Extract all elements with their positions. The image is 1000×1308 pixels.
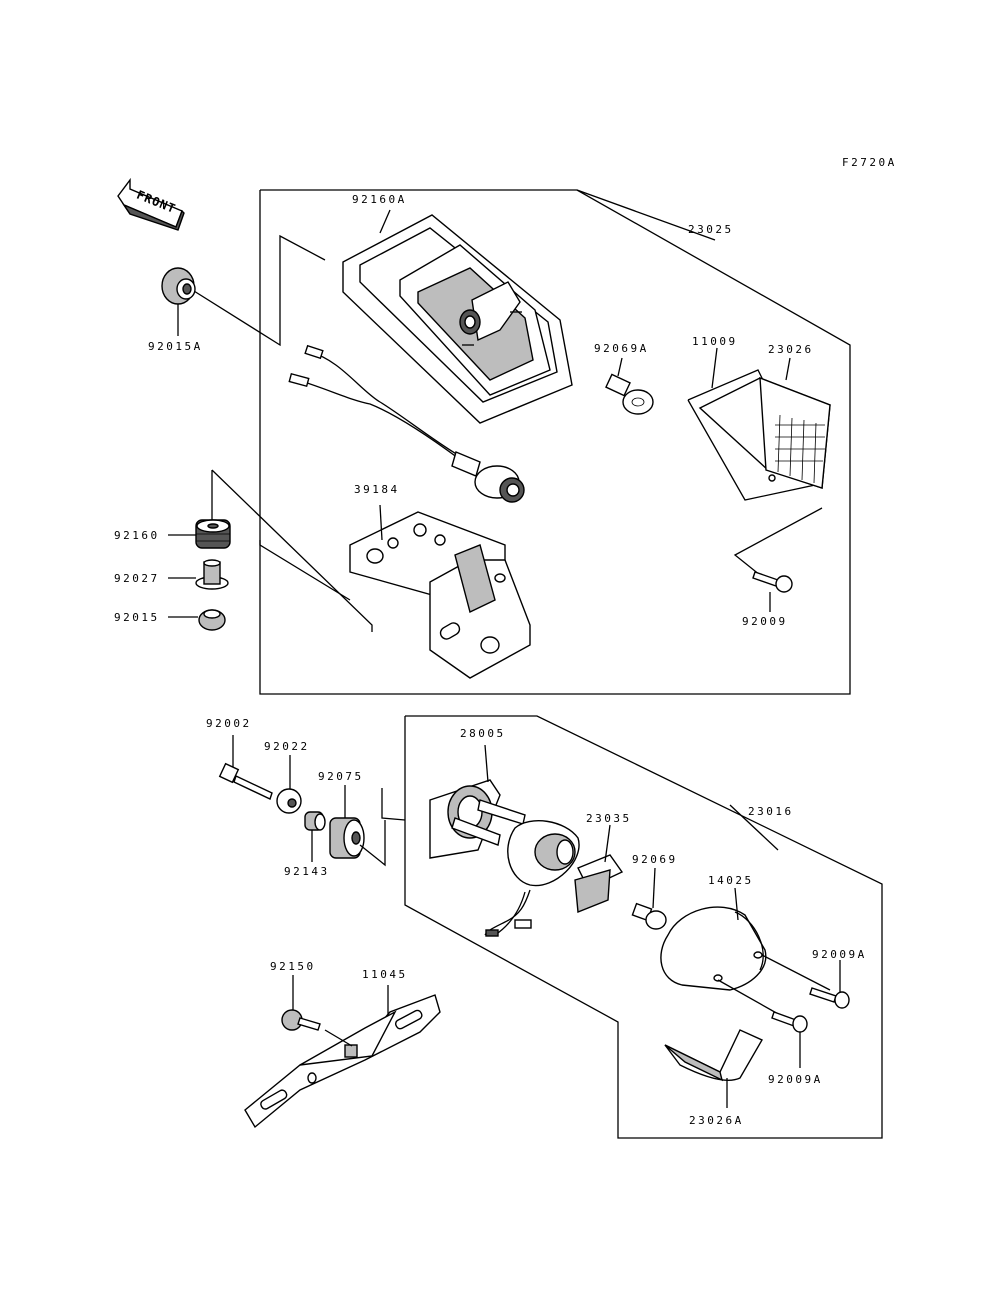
grommet-92160 [168,470,231,549]
label-14025: 14025 [708,874,754,887]
assembly-23016-outline [404,715,883,1139]
grommet-92015a [161,267,196,336]
figure-code: F2720A [842,156,897,169]
label-92009a-upper: 92009A [812,948,867,961]
front-arrow-icon: FRONT [117,177,185,231]
label-11009: 11009 [692,335,738,348]
screw-92009a-upper [809,960,850,1009]
label-92002: 92002 [206,717,252,730]
plate-bracket-11045 [244,985,441,1129]
label-92160a: 92160A [352,193,407,206]
label-23025: 23025 [688,223,734,236]
label-23026: 23026 [768,343,814,356]
label-92015a: 92015A [148,340,203,353]
wiring-harness [288,344,525,503]
screw-92009a-lower [771,1011,808,1068]
label-92160: 92160 [114,529,160,542]
washer-92022 [276,755,302,814]
collar-92143 [304,811,326,862]
collar-92027 [168,559,229,590]
label-92069a: 92069A [594,342,649,355]
label-92143: 92143 [284,865,330,878]
label-92150: 92150 [270,960,316,973]
label-11045: 11045 [362,968,408,981]
label-23016: 23016 [748,805,794,818]
bulb-92069 [631,867,667,930]
label-92009: 92009 [742,615,788,628]
assembly-23025-outline [259,189,851,695]
lens-grid [775,414,825,484]
label-23035: 23035 [586,812,632,825]
label-92015: 92015 [114,611,160,624]
lens-cover-23026a [664,1029,763,1108]
bolt-92150 [281,975,353,1047]
screw-92009 [752,571,793,612]
label-92069: 92069 [632,853,678,866]
bolt-92002 [218,735,273,800]
grommet-92075 [329,785,365,859]
label-39184: 39184 [354,483,400,496]
label-23026a: 23026A [689,1114,744,1127]
socket-clip [574,824,624,913]
lamp-base-28005 [429,744,526,859]
tail-lamp-housing [342,209,573,424]
nut-92015 [168,609,226,631]
label-92075: 92075 [318,770,364,783]
label-28005: 28005 [460,727,506,740]
lamp-bracket-39184 [349,504,531,679]
label-92022: 92022 [264,740,310,753]
lamp-lens-23026 [687,347,831,501]
lamp-lens-14025 [660,887,767,991]
label-92027: 92027 [114,572,160,585]
bulb-92069a [605,357,654,415]
socket-23035 [484,820,580,937]
label-92009a-lower: 92009A [768,1073,823,1086]
